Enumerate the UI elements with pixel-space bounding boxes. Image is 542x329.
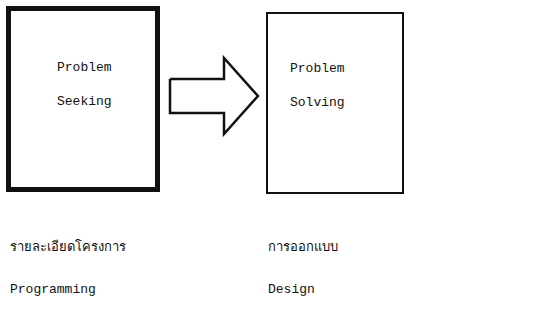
caption-label: การออกแบบ <box>268 236 338 257</box>
box-text: Problem Seeking <box>57 51 137 119</box>
caption-label: Design <box>268 282 315 297</box>
block-arrow <box>170 58 258 134</box>
box-text: Problem Solving <box>290 52 370 120</box>
process-box: Problem Seeking <box>6 6 160 192</box>
process-box: Problem Solving <box>266 12 404 194</box>
caption-label: Programming <box>10 282 96 297</box>
caption-label: รายละเอียดโครงการ <box>10 236 126 257</box>
